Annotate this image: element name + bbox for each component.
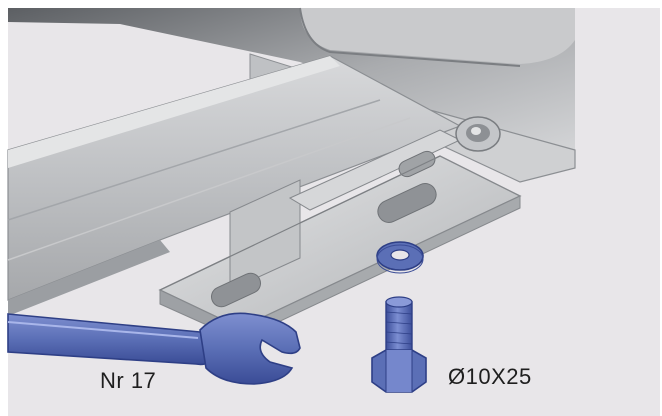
bolt-size-label: Ø10X25 bbox=[448, 364, 532, 389]
support-beam bbox=[7, 55, 462, 316]
hex-bolt-icon bbox=[371, 296, 427, 393]
wrench-icon bbox=[7, 312, 301, 385]
wrench-size-label: Nr 17 bbox=[100, 368, 157, 393]
washer-icon bbox=[376, 241, 424, 274]
housing-screw bbox=[455, 116, 501, 152]
